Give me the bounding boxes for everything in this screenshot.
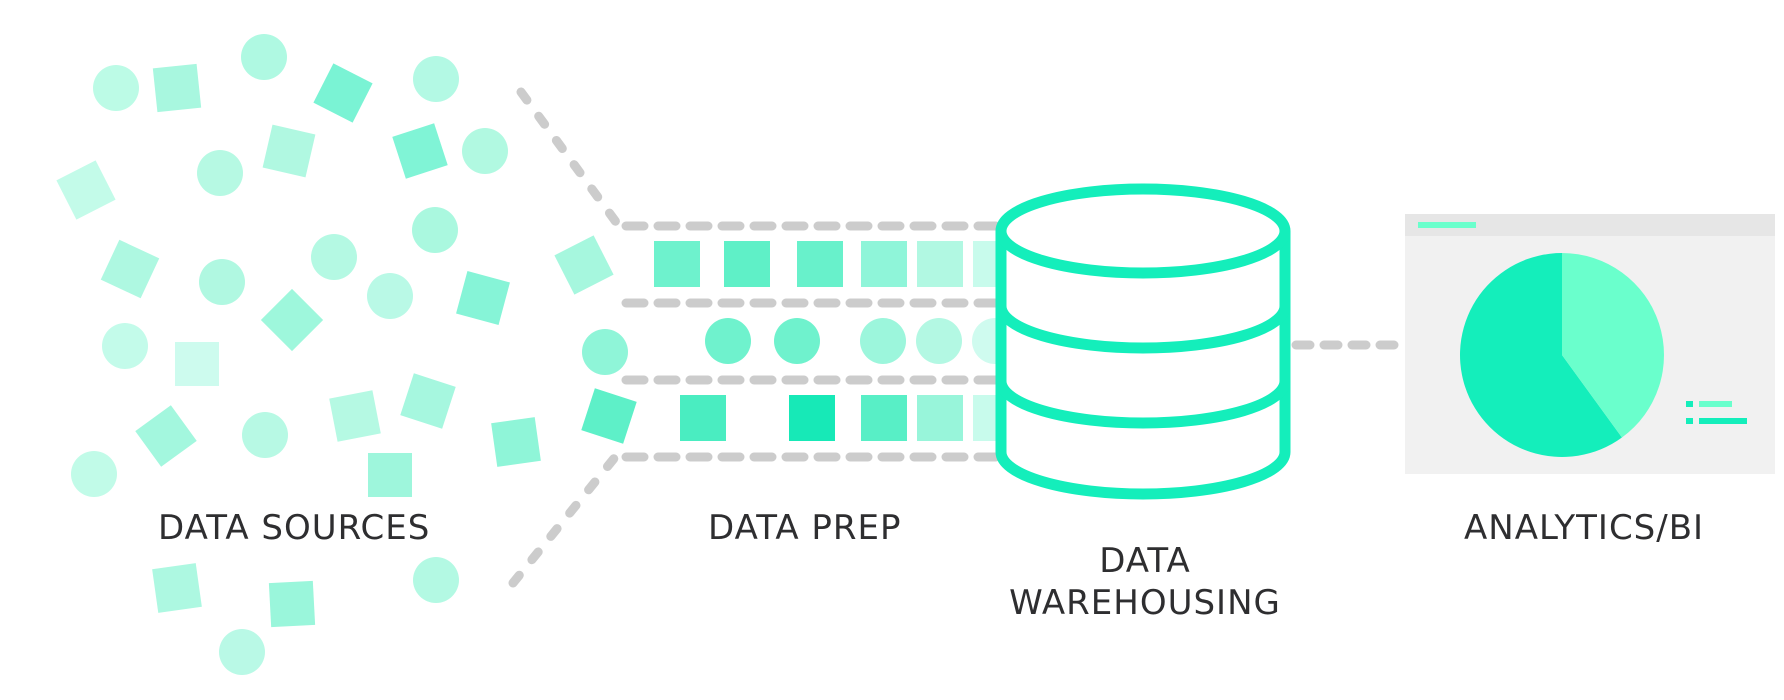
label-data-prep: DATA PREP <box>708 508 902 548</box>
legend-line <box>1699 401 1732 407</box>
pie-chart <box>1460 253 1665 457</box>
source-square <box>152 563 202 613</box>
data-prep-lanes <box>621 221 1005 462</box>
source-circle <box>241 34 287 80</box>
prep-square <box>654 241 700 287</box>
source-square <box>262 124 316 178</box>
prep-square <box>680 395 726 441</box>
source-circle <box>413 56 459 102</box>
prep-square <box>917 395 963 441</box>
prep-square <box>797 241 843 287</box>
data-prep-items <box>654 241 1018 441</box>
source-square <box>581 388 637 444</box>
label-analytics-bi: ANALYTICS/BI <box>1464 508 1705 548</box>
source-square <box>56 160 116 220</box>
prep-square <box>861 241 907 287</box>
source-square <box>392 123 448 179</box>
source-circle <box>311 234 357 280</box>
data-sources-shapes <box>56 34 637 675</box>
pie-slice <box>1460 253 1622 457</box>
funnel-connector <box>508 87 621 588</box>
legend-icon <box>1686 401 1747 424</box>
database-cylinder-icon <box>995 183 1291 500</box>
cylinder-top <box>995 183 1291 279</box>
dashboard-title-bar <box>1405 214 1775 236</box>
cylinder-band <box>995 305 1291 354</box>
legend-marker <box>1686 418 1693 424</box>
dashboard-title-line <box>1418 222 1476 228</box>
prep-circle <box>916 318 962 364</box>
source-square <box>152 63 202 113</box>
prep-circle <box>860 318 906 364</box>
source-circle <box>413 557 459 603</box>
funnel-bottom-line <box>508 451 621 588</box>
source-circle <box>197 150 243 196</box>
prep-square <box>861 395 907 441</box>
legend-marker <box>1686 401 1693 407</box>
label-data-sources: DATA SOURCES <box>158 508 431 548</box>
source-square <box>260 288 324 352</box>
source-circle <box>367 273 413 319</box>
source-square <box>175 342 219 386</box>
source-square <box>100 239 160 299</box>
source-square <box>554 235 614 295</box>
source-circle <box>102 323 148 369</box>
source-square <box>368 453 412 497</box>
source-circle <box>412 207 458 253</box>
source-circle <box>199 259 245 305</box>
source-square <box>135 405 197 467</box>
source-circle <box>71 451 117 497</box>
source-square <box>313 63 373 123</box>
source-square <box>400 373 456 429</box>
source-circle <box>462 128 508 174</box>
source-square <box>491 417 541 467</box>
label-data-warehousing-line1: DATA <box>1099 541 1191 581</box>
source-circle <box>242 412 288 458</box>
cylinder-body <box>995 231 1291 500</box>
analytics-dashboard-icon <box>1405 214 1775 474</box>
source-circle <box>219 629 265 675</box>
label-data-warehousing-line2: WAREHOUSING <box>1009 583 1281 623</box>
prep-circle <box>705 318 751 364</box>
source-square <box>268 580 316 628</box>
source-circle <box>93 65 139 111</box>
source-square <box>329 390 381 442</box>
prep-square <box>724 241 770 287</box>
prep-circle <box>774 318 820 364</box>
label-data-warehousing: DATA WAREHOUSING <box>990 540 1300 624</box>
source-circle <box>582 329 628 375</box>
cylinder-band <box>995 380 1291 429</box>
funnel-top-line <box>516 87 621 227</box>
prep-square <box>789 395 835 441</box>
pie-slice <box>1562 253 1665 438</box>
source-square <box>456 271 510 325</box>
prep-square <box>917 241 963 287</box>
legend-line <box>1699 418 1747 424</box>
